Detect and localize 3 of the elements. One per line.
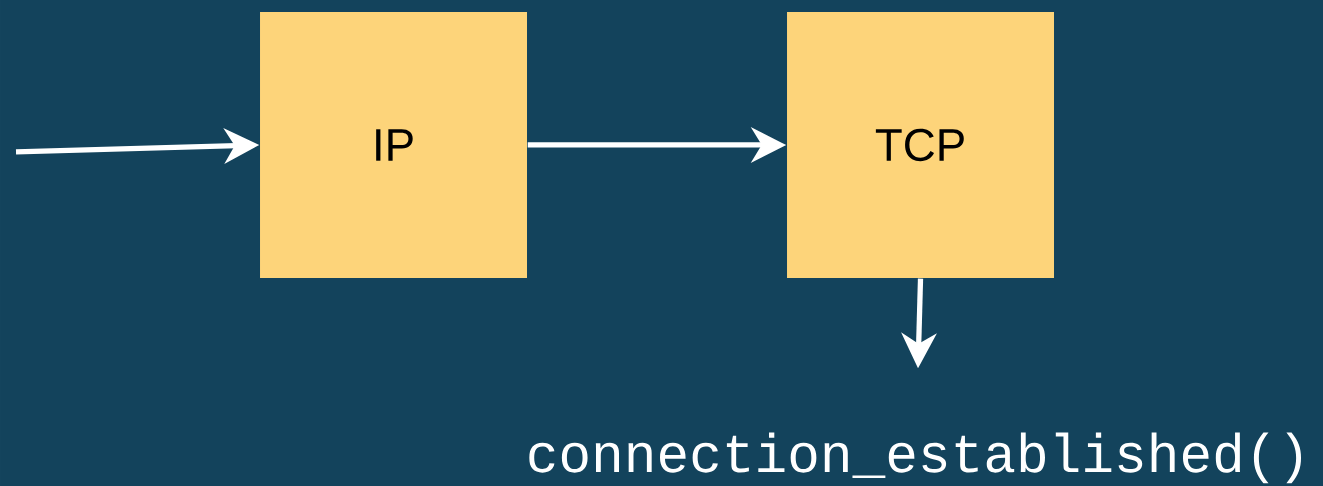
function-call-text: connection_established() — [529, 432, 1302, 484]
process-box: TCP — [787, 12, 1054, 278]
process-box: IP — [260, 12, 527, 278]
